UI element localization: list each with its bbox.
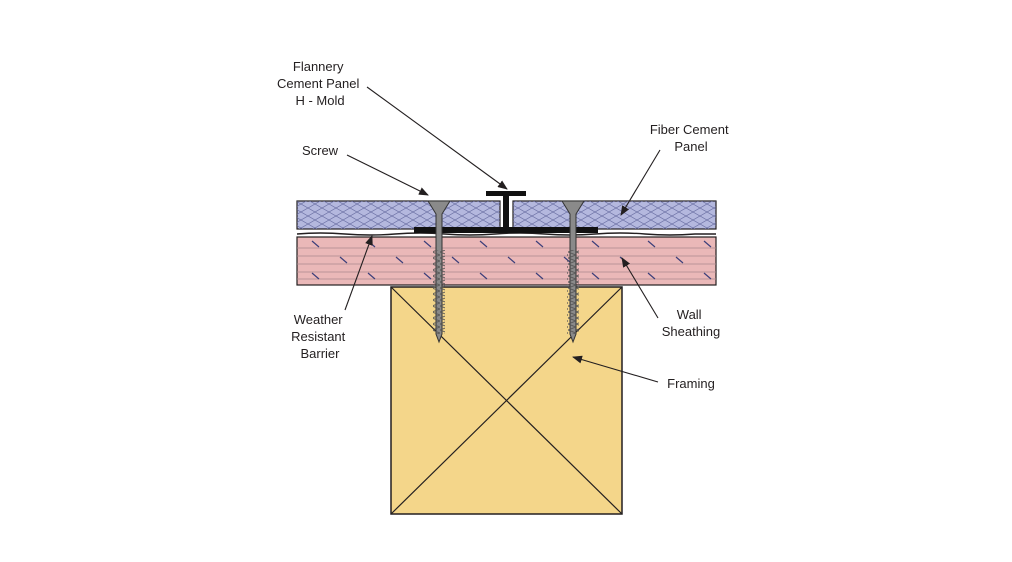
fiber-cement-panel (296, 200, 717, 230)
sheathing-mark (507, 256, 516, 264)
sheathing-mark (647, 240, 656, 248)
sheathing-mark (311, 240, 320, 248)
weather-resistant-barrier-leader (344, 235, 373, 311)
sheathing-mark (591, 272, 600, 280)
screw-label: Screw (302, 143, 339, 158)
sheathing-mark (423, 240, 432, 248)
fiber-cement-panel-leader (620, 149, 661, 216)
sheathing-mark (591, 240, 600, 248)
wall-sheathing (296, 236, 717, 286)
sheathing-mark (535, 272, 544, 280)
sheathing-mark (535, 240, 544, 248)
screw-leader (346, 154, 429, 196)
sheathing-mark (703, 240, 712, 248)
weather-resistant-barrier-label: Weather Resistant Barrier (291, 312, 349, 361)
fiber-cement-panel-label: Fiber Cement Panel (650, 122, 732, 154)
sheathing-mark (675, 256, 684, 264)
sheathing-mark (703, 272, 712, 280)
sheathing-mark (395, 256, 404, 264)
sheathing-mark (479, 240, 488, 248)
sheathing-mark (647, 272, 656, 280)
sheathing-marks (311, 240, 712, 280)
h-mold-leader (366, 86, 508, 190)
framing-leader (572, 355, 659, 383)
screw-right (561, 200, 585, 344)
framing (390, 286, 623, 515)
framing-label: Framing (667, 376, 715, 391)
h-mold-label: Flannery Cement Panel H - Mold (277, 59, 363, 108)
sheathing-mark (367, 272, 376, 280)
wall-sheathing-label: Wall Sheathing (662, 307, 721, 339)
sheathing-mark (339, 256, 348, 264)
screw-left (427, 200, 451, 344)
wall-sheathing-leader (621, 257, 659, 319)
sheathing-mark (451, 256, 460, 264)
sheathing-mark (423, 272, 432, 280)
h-mold (414, 191, 598, 233)
sheathing-mark (311, 272, 320, 280)
weather-resistant-barrier (296, 232, 716, 236)
sheathing-mark (479, 272, 488, 280)
